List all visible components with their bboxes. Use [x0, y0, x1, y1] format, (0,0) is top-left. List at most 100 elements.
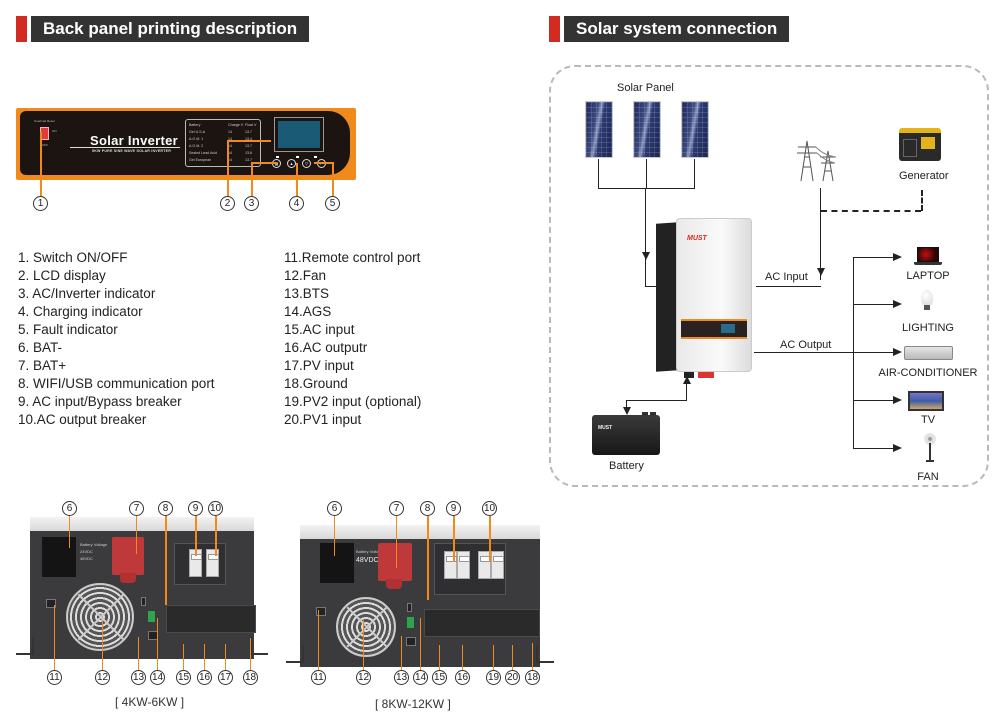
- load-label-laptop: LAPTOP: [906, 270, 950, 282]
- back-panel-title: Back panel printing description: [31, 16, 310, 42]
- remote-control-port: [316, 607, 326, 616]
- cell: A.G.M. 2: [189, 144, 204, 148]
- bat-negative-terminal: [320, 543, 354, 583]
- remote-control-port: [46, 599, 56, 608]
- cell: 13.6: [245, 151, 252, 155]
- cell: A.G.M. 1: [189, 137, 204, 141]
- battery-voltage-label: Battery Voltage: [356, 549, 384, 554]
- callout-line: [439, 645, 440, 670]
- back-panel-4-6kw-image: Battery Voltage 24VDC 48VDC: [16, 517, 268, 667]
- callout-line: [204, 644, 205, 670]
- legend-item: 12.Fan: [284, 268, 327, 283]
- ac-output-breaker: [491, 551, 504, 579]
- switch-top-label: Overload Reset: [34, 119, 55, 123]
- lcd-display: [274, 117, 324, 152]
- fan-grille: [66, 583, 134, 651]
- legend-item: 5. Fault indicator: [18, 322, 118, 337]
- wire: [626, 400, 627, 410]
- callout-line: [54, 605, 55, 670]
- callout-line-5h: [314, 162, 334, 164]
- arrow-down-icon: [623, 407, 631, 415]
- light-bulb-icon: [921, 290, 933, 310]
- callout-line: [250, 638, 251, 670]
- th-battery: Battery: [189, 123, 201, 127]
- callout-line: [512, 645, 513, 670]
- battery-voltage-value: 24VDC: [80, 549, 93, 554]
- callout-12: 12: [95, 670, 110, 685]
- brand-tagline: 5KW PURE SINE WAVE SOLAR INVERTER: [92, 149, 172, 153]
- wire: [853, 352, 895, 353]
- laptop-icon: [914, 247, 942, 267]
- usb-port: [407, 603, 412, 612]
- callout-9: 9: [446, 501, 461, 516]
- callout-7: 7: [129, 501, 144, 516]
- ac-input-breaker: [457, 551, 470, 579]
- solar-system-diagram-frame: [549, 65, 989, 487]
- legend-item: 8. WIFI/USB communication port: [18, 376, 215, 391]
- down-button-icon: ▽: [302, 159, 311, 168]
- callout-15: 15: [176, 670, 191, 685]
- cell: 13.4: [245, 137, 252, 141]
- legend-item: 14.AGS: [284, 304, 332, 319]
- legend-item: 3. AC/Inverter indicator: [18, 286, 156, 301]
- legend-item: 6. BAT-: [18, 340, 63, 355]
- cell: Sealed Lead Acid: [189, 151, 217, 155]
- up-button-icon: ▲: [287, 159, 296, 168]
- generator-link-dashed: [821, 210, 921, 212]
- bat-positive-terminal: [378, 543, 412, 589]
- callout-line-2: [227, 140, 229, 196]
- legend-item: 13.BTS: [284, 286, 330, 301]
- cell: 14: [228, 158, 232, 162]
- callout-3: 3: [244, 196, 259, 211]
- solar-panel-icon: [681, 101, 709, 158]
- battery-brand: MUST: [598, 425, 613, 431]
- solar-panel-icon: [633, 101, 661, 158]
- legend-item: 4. Charging indicator: [18, 304, 143, 319]
- legend-item: 2. LCD display: [18, 268, 106, 283]
- callout-line: [453, 516, 455, 562]
- callout-line: [532, 643, 533, 670]
- legend-list-right: 11.Remote control port 12.Fan 13.BTS 14.…: [284, 249, 421, 429]
- ac-input-breaker: [444, 551, 457, 579]
- callout-17: 17: [218, 670, 233, 685]
- callout-20: 20: [505, 670, 520, 685]
- callout-10: 10: [208, 501, 223, 516]
- lcd-screen: [278, 121, 320, 148]
- callout-line: [493, 645, 494, 670]
- switch-on-label: ON: [52, 129, 57, 133]
- usb-port: [141, 597, 146, 606]
- callout-13: 13: [394, 670, 409, 685]
- callout-8: 8: [420, 501, 435, 516]
- legend-item: 9. AC input/Bypass breaker: [18, 394, 182, 409]
- callout-line: [215, 516, 217, 556]
- solar-panel-icon: [585, 101, 613, 158]
- callout-15: 15: [432, 670, 447, 685]
- legend-item: 10.AC output breaker: [18, 412, 147, 427]
- callout-line: [225, 644, 226, 670]
- callout-14: 14: [150, 670, 165, 685]
- ac-output-breaker: [206, 549, 219, 577]
- arrow-right-icon: [893, 396, 902, 404]
- callout-line-3h: [251, 162, 277, 164]
- cell: 14: [228, 130, 232, 134]
- load-label-tv: TV: [920, 414, 936, 426]
- generator-link-dashed: [921, 190, 923, 211]
- callout-line: [396, 516, 397, 568]
- th-float: Float V: [245, 123, 257, 127]
- solar-panel-label: Solar Panel: [617, 82, 674, 94]
- callout-18: 18: [525, 670, 540, 685]
- callout-4: 4: [289, 196, 304, 211]
- caption-4-6kw: [ 4KW-6KW ]: [115, 695, 185, 709]
- load-label-air-conditioner: AIR-CONDITIONER: [878, 367, 978, 379]
- bat-negative-terminal: [42, 537, 76, 577]
- front-panel-image: Overload Reset ON OFF Solar Inverter 5KW…: [16, 108, 356, 180]
- callout-5: 5: [325, 196, 340, 211]
- callout-line-5: [332, 162, 334, 196]
- arrow-right-icon: [893, 348, 902, 356]
- callout-6: 6: [327, 501, 342, 516]
- wire: [694, 159, 695, 188]
